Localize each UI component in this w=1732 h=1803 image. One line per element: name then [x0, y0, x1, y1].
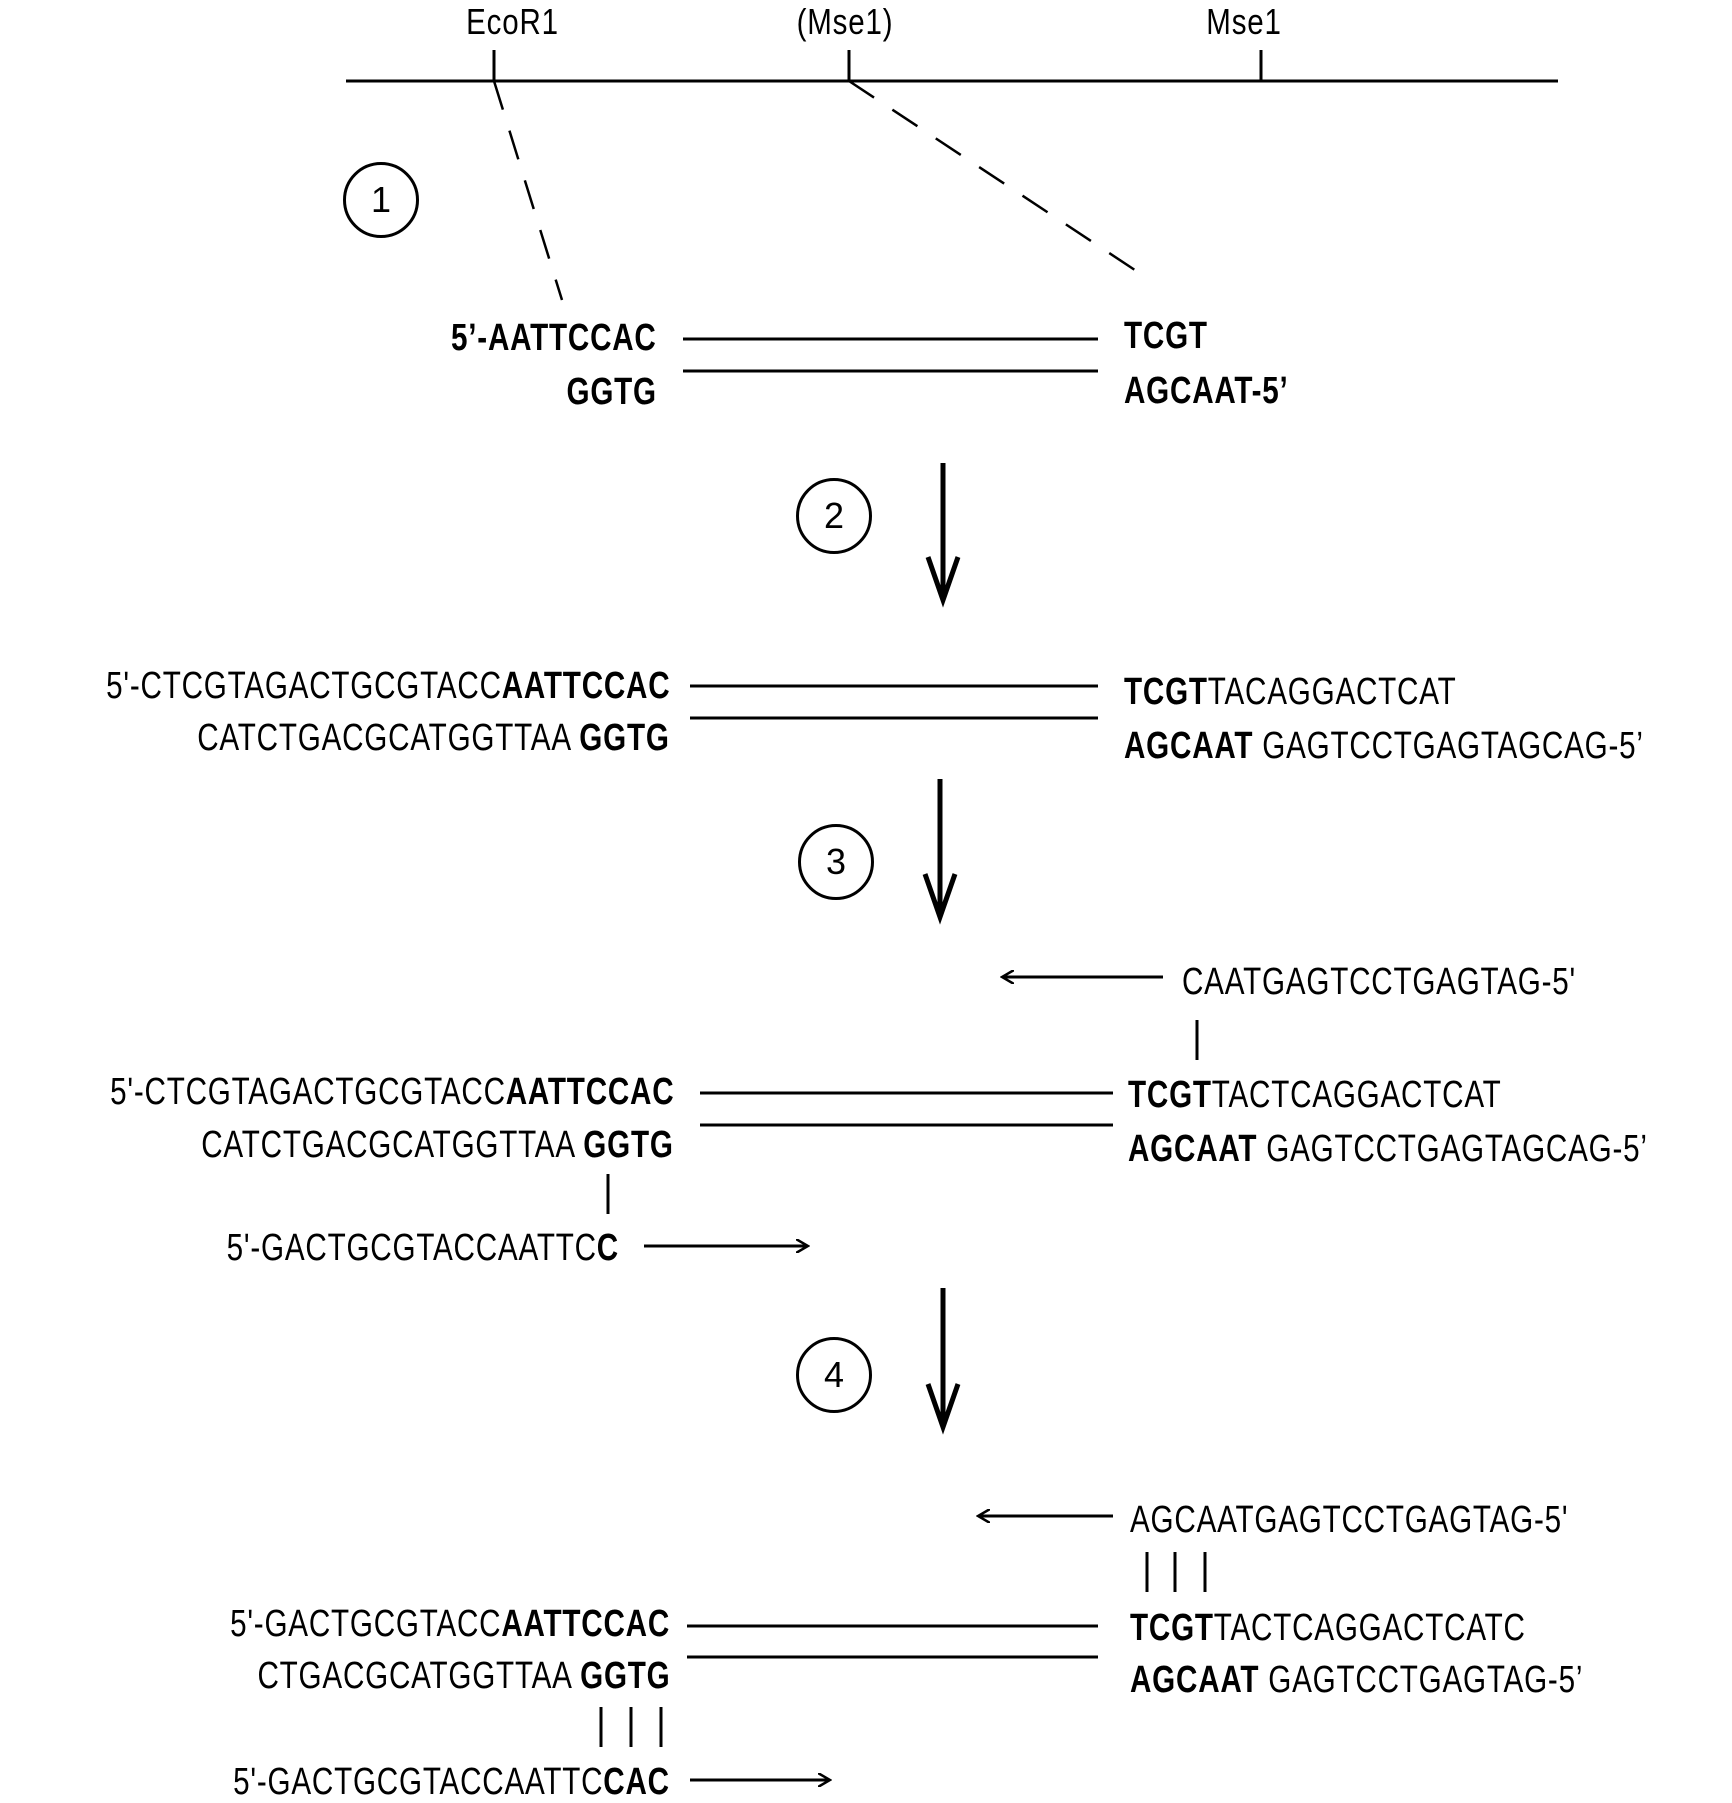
step3-top-left-adapter: AATTCCAC	[505, 1071, 674, 1113]
site-label-mse1-paren: (Mse1)	[796, 1, 894, 42]
step3-bottom-right-adapter: AGCAAT	[1128, 1128, 1258, 1170]
step4-bottom-left-sequence: CTGACGCATGGTTAA GGTG	[257, 1656, 670, 1696]
step3-bottom-left-sequence: CATCTGACGCATGGTTAA GGTG	[202, 1125, 674, 1165]
step1-top-left-sequence: 5’-AATTCCAC	[451, 318, 657, 358]
ecor1-dashed-line	[492, 80, 564, 301]
step1-ecor1-overhang: AATTCCAC	[488, 317, 657, 359]
step3-left-primer: 5'-GACTGCGTACCAATTCC	[227, 1228, 619, 1268]
step2-bottom-right-sequence: AGCAAT GAGTCCTGAGTAGCAG-5’	[1124, 726, 1644, 766]
step3-bottom-right-sequence: AGCAAT GAGTCCTGAGTAGCAG-5’	[1128, 1129, 1648, 1169]
step4-top-left-sequence: 5'-GACTGCGTACCAATTCCAC	[230, 1604, 670, 1644]
step1-bottom-right-sequence: AGCAAT-5’	[1124, 371, 1289, 411]
step3-top-left-sequence: 5'-CTCGTAGACTGCGTACCAATTCCAC	[110, 1072, 674, 1112]
step4-left-primer-body: 5'-GACTGCGTACCAATTC	[233, 1761, 604, 1803]
step2-top-left-adapter: AATTCCAC	[501, 665, 670, 707]
step2-arrowhead	[925, 556, 961, 608]
step3-top-right-adapter: TCGT	[1128, 1074, 1212, 1116]
step3-top-left-flank: 5'-CTCGTAGACTGCGTACC	[109, 1071, 506, 1113]
step4-top-right-sequence: TCGTTACTCAGGACTCATC	[1130, 1608, 1526, 1648]
step4-top-left-adapter: AATTCCAC	[501, 1603, 670, 1645]
step4-left-primer: 5'-GACTGCGTACCAATTCCAC	[233, 1762, 670, 1802]
step3-top-right-sequence: TCGTTACTCAGGACTCAT	[1128, 1075, 1502, 1115]
step4-arrowhead	[925, 1383, 961, 1435]
step4-bottom-right-sequence: AGCAAT GAGTCCTGAGTAG-5’	[1130, 1660, 1583, 1700]
step4-top-right-adapter: TCGT	[1130, 1607, 1214, 1649]
step2-bottom-right-adapter: AGCAAT	[1124, 725, 1254, 767]
step1-prefix: 5’-	[451, 317, 489, 359]
step2-top-right-flank: TACAGGACTCAT	[1207, 671, 1457, 713]
step4-top-left-flank: 5'-GACTGCGTACC	[230, 1603, 502, 1645]
step3-bottom-left-flank: CATCTGACGCATGGTTAA	[201, 1124, 584, 1166]
step3-top-right-flank: TACTCAGGACTCAT	[1211, 1074, 1502, 1116]
step3-left-primer-selective-base: C	[596, 1227, 619, 1269]
step2-top-left-sequence: 5'-CTCGTAGACTGCGTACCAATTCCAC	[106, 666, 670, 706]
step2-bottom-left-flank: CATCTGACGCATGGTTAA	[197, 717, 580, 759]
step3-bottom-right-flank: GAGTCCTGAGTAGCAG-5’	[1257, 1128, 1648, 1170]
step-2-marker: 2	[796, 478, 872, 554]
step4-right-primer: AGCAATGAGTCCTGAGTAG-5'	[1130, 1499, 1569, 1541]
mse1-dashed-line	[848, 79, 1151, 282]
step1-top-right-sequence: TCGT	[1124, 315, 1208, 357]
step4-bottom-left-flank: CTGACGCATGGTTAA	[256, 1655, 580, 1697]
step2-top-left-flank: 5'-CTCGTAGACTGCGTACC	[105, 665, 502, 707]
step1-mse1-overhang: AGCAAT	[1124, 370, 1252, 412]
step4-left-primer-selective-bases: CAC	[603, 1761, 670, 1803]
step4-bottom-right-adapter: AGCAAT	[1130, 1659, 1260, 1701]
step3-right-primer: CAATGAGTCCTGAGTAG-5'	[1182, 961, 1576, 1003]
step1-bottom-left-sequence: GGTG	[566, 371, 657, 413]
step2-bottom-left-adapter: GGTG	[579, 717, 670, 759]
step2-top-right-sequence: TCGTTACAGGACTCAT	[1124, 672, 1456, 712]
step3-bottom-left-adapter: GGTG	[583, 1124, 674, 1166]
step-1-marker: 1	[343, 162, 419, 238]
step2-top-right-adapter: TCGT	[1124, 671, 1208, 713]
step-4-marker: 4	[796, 1337, 872, 1413]
step3-left-primer-body: 5'-GACTGCGTACCAATTC	[226, 1227, 597, 1269]
site-label-ecor1: EcoR1	[466, 1, 559, 42]
step4-bottom-left-adapter: GGTG	[579, 1655, 670, 1697]
step2-bottom-left-sequence: CATCTGACGCATGGTTAA GGTG	[198, 718, 670, 758]
step4-top-right-flank: TACTCAGGACTCATC	[1213, 1607, 1526, 1649]
step1-suffix: -5’	[1251, 370, 1289, 412]
step3-arrowhead	[922, 873, 958, 925]
step4-bottom-right-flank: GAGTCCTGAGTAG-5’	[1259, 1659, 1584, 1701]
step2-bottom-right-flank: GAGTCCTGAGTAGCAG-5’	[1253, 725, 1644, 767]
site-label-mse1: Mse1	[1206, 1, 1282, 42]
step-3-marker: 3	[798, 824, 874, 900]
